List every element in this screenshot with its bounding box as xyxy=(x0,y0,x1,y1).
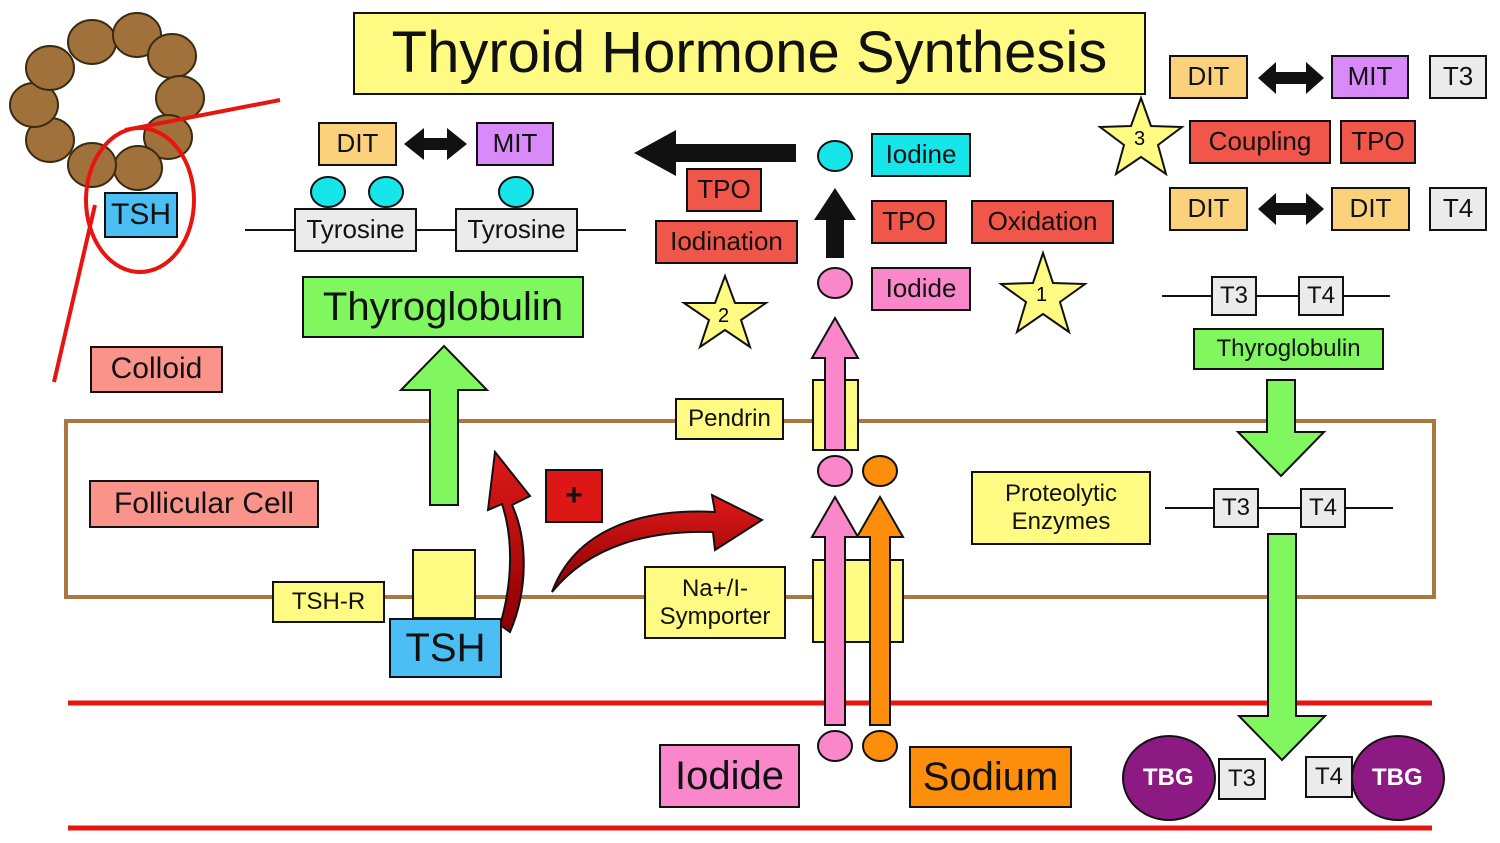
dit-box: DIT xyxy=(1169,187,1248,231)
colloid-label: Colloid xyxy=(90,346,223,393)
thyroglobulin-label: Thyroglobulin xyxy=(1193,328,1384,370)
arrow-up-icon xyxy=(810,315,860,451)
tyrosine-box: Tyrosine xyxy=(455,208,578,252)
star-icon xyxy=(1097,95,1185,177)
dit-box: DIT xyxy=(1169,55,1248,99)
stimulation-plus-icon: + xyxy=(545,469,603,523)
dit-box: DIT xyxy=(1331,187,1410,231)
arrow-down-icon xyxy=(1235,379,1327,478)
coupling-label: Coupling xyxy=(1189,120,1331,164)
t4-box: T4 xyxy=(1429,187,1487,231)
star-icon xyxy=(680,273,770,350)
double-arrow-icon xyxy=(1258,62,1324,94)
sodium-blood-label: Sodium xyxy=(909,746,1072,808)
arrow-up-icon xyxy=(855,494,905,726)
mit-box: MIT xyxy=(1331,55,1409,99)
pendrin-label: Pendrin xyxy=(675,398,784,440)
iodide-ion xyxy=(817,267,853,299)
tsh-receptor-label: TSH-R xyxy=(272,581,385,623)
symporter-label: Na+/I- Symporter xyxy=(644,566,786,639)
arrow-up-icon xyxy=(814,188,856,258)
star-number: 1 xyxy=(1036,284,1048,306)
arrow-up-icon xyxy=(398,344,490,506)
double-arrow-icon xyxy=(404,128,467,160)
mit-box: MIT xyxy=(476,122,554,166)
curved-arrow-icon xyxy=(551,493,765,593)
proteolytic-enzymes-label: Proteolytic Enzymes xyxy=(971,471,1151,545)
tpo-box: TPO xyxy=(1340,120,1416,164)
t4-box: T4 xyxy=(1305,756,1353,798)
tsh-hormone-small: TSH xyxy=(104,192,178,238)
tbg-protein xyxy=(1122,735,1216,821)
iodide-ion xyxy=(817,730,853,762)
t4-box: T4 xyxy=(1298,276,1344,316)
arrow-up-icon xyxy=(810,494,860,726)
t3-box: T3 xyxy=(1211,276,1257,316)
follicle-illustration xyxy=(9,12,205,191)
tbg-label: TBG xyxy=(1143,764,1194,791)
iodide-blood-label: Iodide xyxy=(659,744,800,808)
tsh-hormone: TSH xyxy=(389,618,502,678)
page-title: Thyroid Hormone Synthesis xyxy=(353,12,1146,95)
iodine-atoms-on-tyrosine xyxy=(310,176,534,208)
tbg-label: TBG xyxy=(1372,764,1423,791)
double-arrow-icon xyxy=(1258,193,1324,225)
sodium-ion xyxy=(862,455,898,487)
follicular-cell-label: Follicular Cell xyxy=(89,480,319,528)
tsh-receptor-block xyxy=(412,549,476,619)
curved-arrow-icon xyxy=(486,449,532,634)
tyrosine-box: Tyrosine xyxy=(294,208,417,252)
iodide-label: Iodide xyxy=(871,267,971,311)
star-number: 3 xyxy=(1134,128,1146,150)
iodination-label: Iodination xyxy=(655,220,798,264)
tpo-box: TPO xyxy=(686,168,762,212)
star-icon xyxy=(998,249,1088,335)
arrow-down-icon xyxy=(1236,533,1328,762)
t3-box: T3 xyxy=(1218,758,1266,800)
zoom-indicator xyxy=(52,98,281,383)
thyroglobulin-label: Thyroglobulin xyxy=(302,276,584,338)
tpo-box: TPO xyxy=(871,200,947,244)
sodium-ion xyxy=(862,730,898,762)
t3-box: T3 xyxy=(1213,488,1259,528)
t3-box: T3 xyxy=(1429,55,1487,99)
dit-box: DIT xyxy=(318,122,397,166)
t4-box: T4 xyxy=(1300,488,1346,528)
oxidation-label: Oxidation xyxy=(971,200,1114,244)
arrow-left-icon xyxy=(634,130,796,176)
iodide-ion xyxy=(817,455,853,487)
star-number: 2 xyxy=(718,305,730,327)
iodine-atom xyxy=(817,140,853,172)
iodine-label: Iodine xyxy=(871,133,971,177)
